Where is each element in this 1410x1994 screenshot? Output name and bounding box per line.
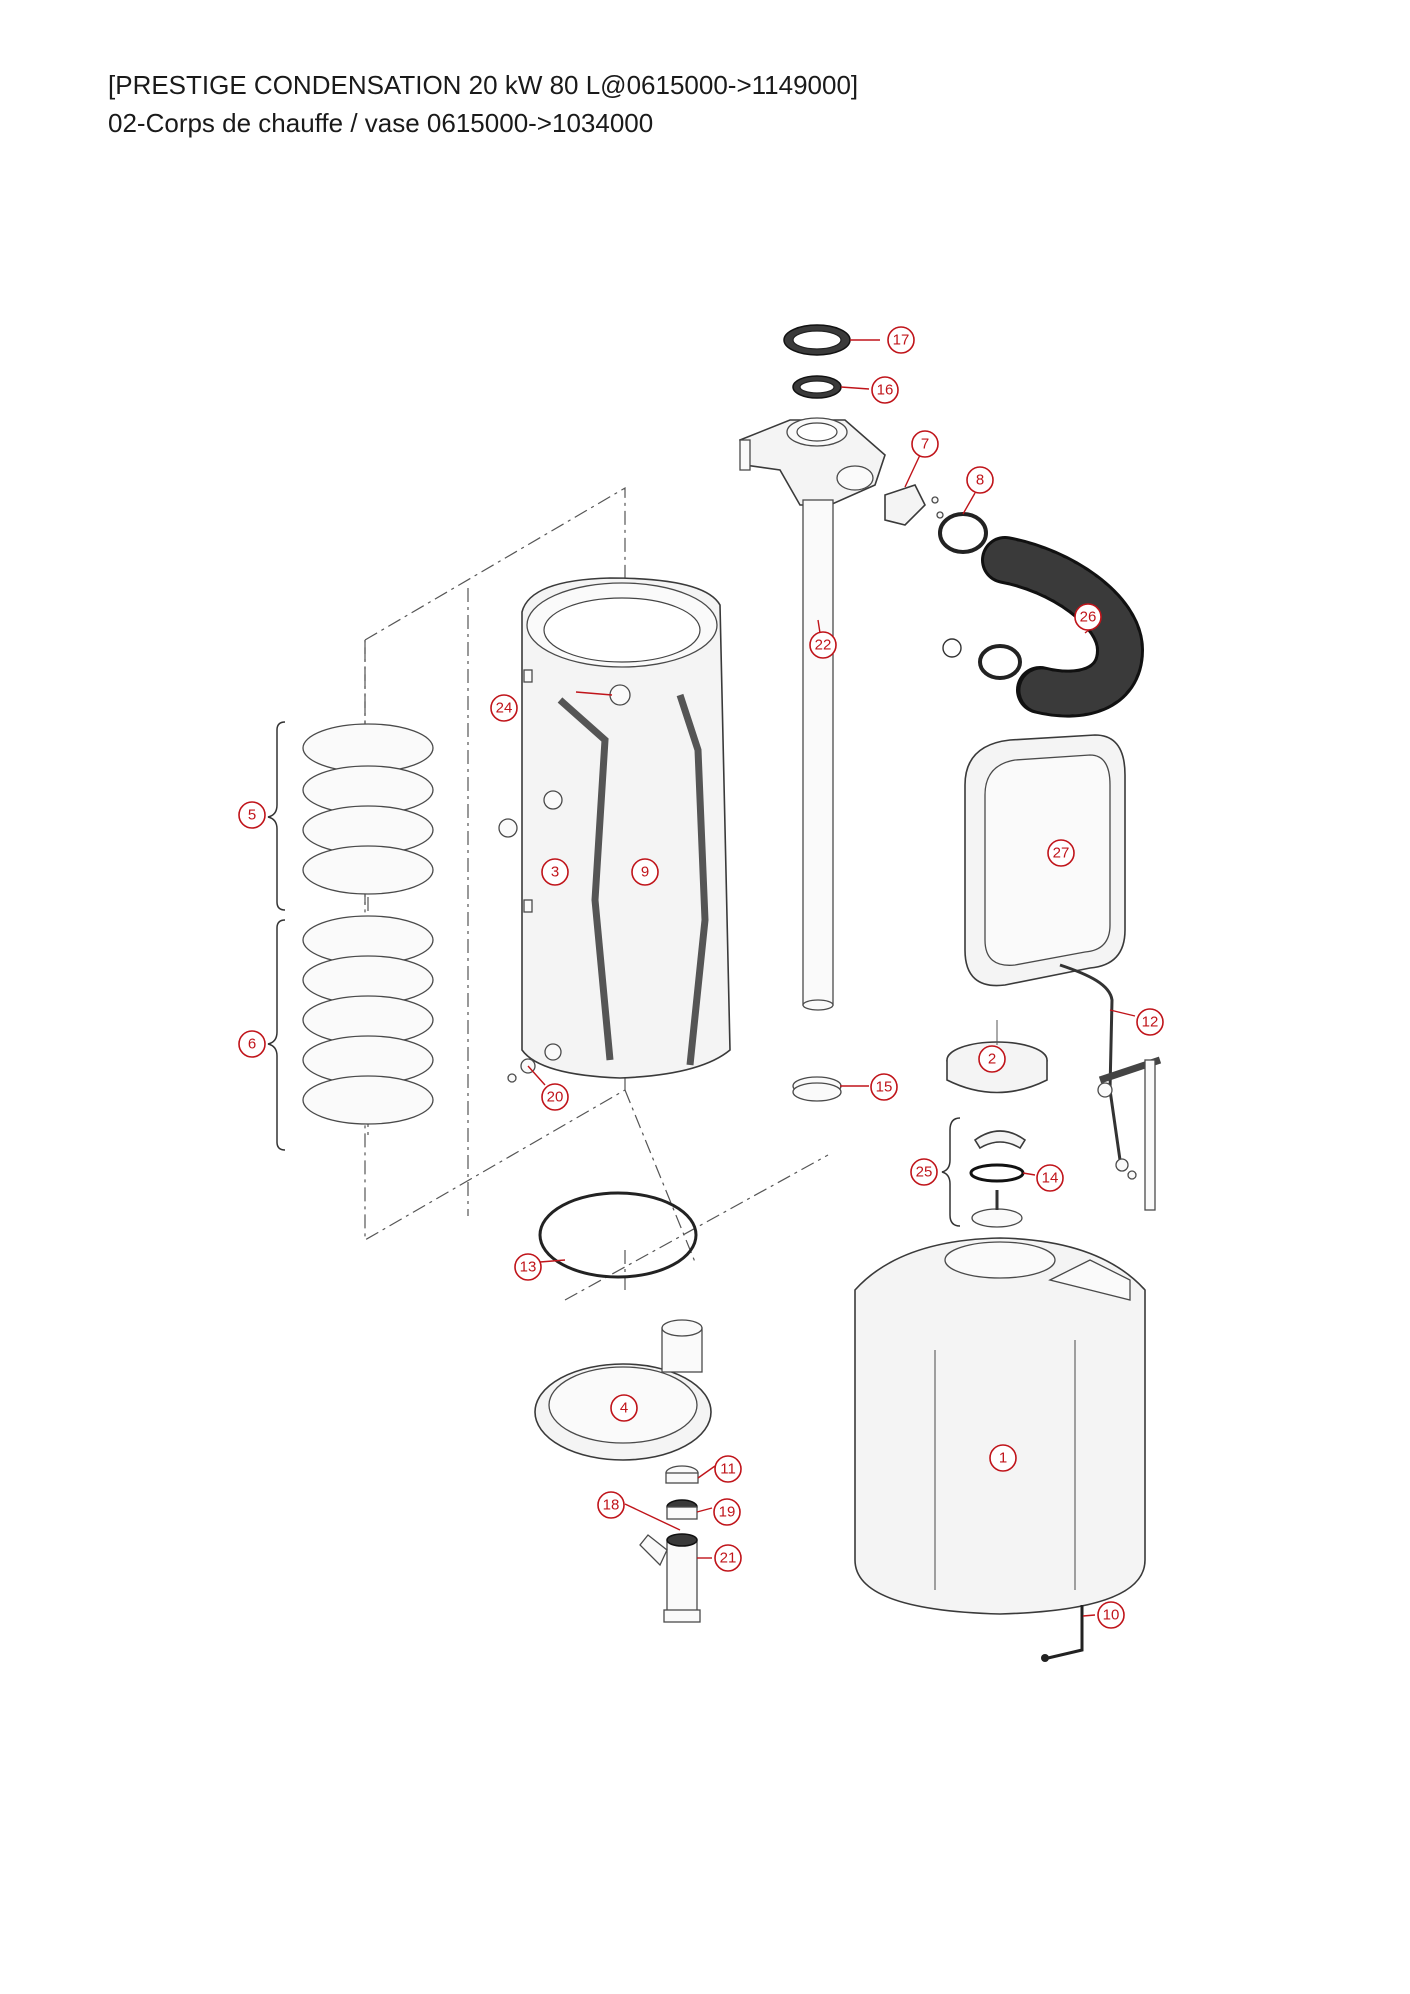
heat-exchanger-9	[498, 577, 731, 1079]
callout-2: 2	[978, 1045, 1006, 1073]
svg-text:22: 22	[815, 637, 832, 654]
svg-text:11: 11	[720, 1461, 736, 1478]
svg-text:27: 27	[1053, 845, 1070, 862]
svg-text:1: 1	[999, 1450, 1007, 1467]
callout-18: 18	[597, 1491, 625, 1519]
svg-text:14: 14	[1042, 1170, 1059, 1187]
callout-21: 21	[714, 1544, 742, 1572]
page-subtitle: 02-Corps de chauffe / vase 0615000->1034…	[108, 108, 654, 138]
svg-text:25: 25	[916, 1164, 933, 1181]
brace-25	[941, 1117, 961, 1227]
hose-clamp-8	[938, 512, 988, 554]
callout-4: 4	[610, 1394, 638, 1422]
brace-6	[267, 919, 286, 1151]
svg-text:15: 15	[876, 1079, 893, 1096]
burner-rings-5	[302, 723, 434, 895]
cap-2	[946, 1020, 1048, 1094]
svg-text:5: 5	[248, 807, 256, 824]
svg-text:9: 9	[641, 864, 649, 881]
burner-rings-6	[302, 915, 434, 1125]
tank-1	[854, 1237, 1146, 1615]
callout-15: 15	[870, 1073, 898, 1101]
callout-9: 9	[631, 858, 659, 886]
svg-text:19: 19	[719, 1504, 736, 1521]
svg-text:16: 16	[877, 382, 894, 399]
nut-11	[665, 1465, 699, 1484]
callout-24: 24	[490, 694, 518, 722]
flue-tube-22	[802, 499, 834, 1011]
brace-5	[267, 721, 286, 911]
svg-text:4: 4	[620, 1400, 628, 1417]
callout-6: 6	[238, 1030, 266, 1058]
base-4	[534, 1319, 712, 1461]
callout-13: 13	[514, 1253, 542, 1281]
callout-10: 10	[1097, 1601, 1125, 1629]
disc-25-lower	[971, 1190, 1023, 1228]
fitting-20	[507, 1058, 536, 1083]
svg-text:6: 6	[248, 1036, 256, 1053]
svg-text:12: 12	[1142, 1014, 1159, 1031]
svg-text:8: 8	[976, 472, 984, 489]
probe-10	[1041, 1605, 1084, 1662]
clip-7	[884, 484, 944, 526]
svg-text:18: 18	[603, 1497, 620, 1514]
svg-text:24: 24	[496, 700, 513, 717]
gasket-16	[792, 375, 842, 399]
callout-17: 17	[887, 326, 915, 354]
callout-14: 14	[1036, 1164, 1064, 1192]
callout-3: 3	[541, 858, 569, 886]
callout-7: 7	[911, 430, 939, 458]
clip-25-part	[973, 1130, 1027, 1150]
seal-19	[666, 1499, 698, 1520]
callout-27: 27	[1047, 839, 1075, 867]
svg-text:26: 26	[1080, 609, 1097, 626]
svg-text:10: 10	[1103, 1607, 1120, 1624]
callout-19: 19	[713, 1498, 741, 1526]
callout-26: 26	[1074, 603, 1102, 631]
o-ring-14	[969, 1163, 1025, 1183]
svg-text:2: 2	[988, 1051, 996, 1068]
svg-text:3: 3	[551, 864, 559, 881]
page-header: [PRESTIGE CONDENSATION 20 kW 80 L@061500…	[108, 66, 858, 142]
callout-20: 20	[541, 1083, 569, 1111]
svg-text:7: 7	[921, 436, 929, 453]
gasket-13	[538, 1191, 698, 1279]
page-title: [PRESTIGE CONDENSATION 20 kW 80 L@061500…	[108, 70, 859, 100]
svg-text:21: 21	[720, 1550, 737, 1567]
pipe-12	[1059, 963, 1162, 1211]
callout-16: 16	[871, 376, 899, 404]
callout-11: 11	[714, 1455, 742, 1483]
callout-8: 8	[966, 466, 994, 494]
svg-text:20: 20	[547, 1089, 564, 1106]
callout-5: 5	[238, 801, 266, 829]
svg-text:17: 17	[893, 332, 910, 349]
svg-text:13: 13	[520, 1259, 537, 1276]
hose-clamp-lower	[942, 638, 1022, 680]
callout-1: 1	[989, 1444, 1017, 1472]
flue-collector-head	[739, 417, 886, 506]
siphon-21	[639, 1533, 701, 1623]
callout-22: 22	[809, 631, 837, 659]
callout-12: 12	[1136, 1008, 1164, 1036]
ring-15	[792, 1076, 842, 1102]
hose-26	[981, 536, 1145, 718]
expansion-vessel-27	[964, 734, 1126, 987]
callout-25: 25	[910, 1158, 938, 1186]
gasket-17	[783, 324, 851, 356]
